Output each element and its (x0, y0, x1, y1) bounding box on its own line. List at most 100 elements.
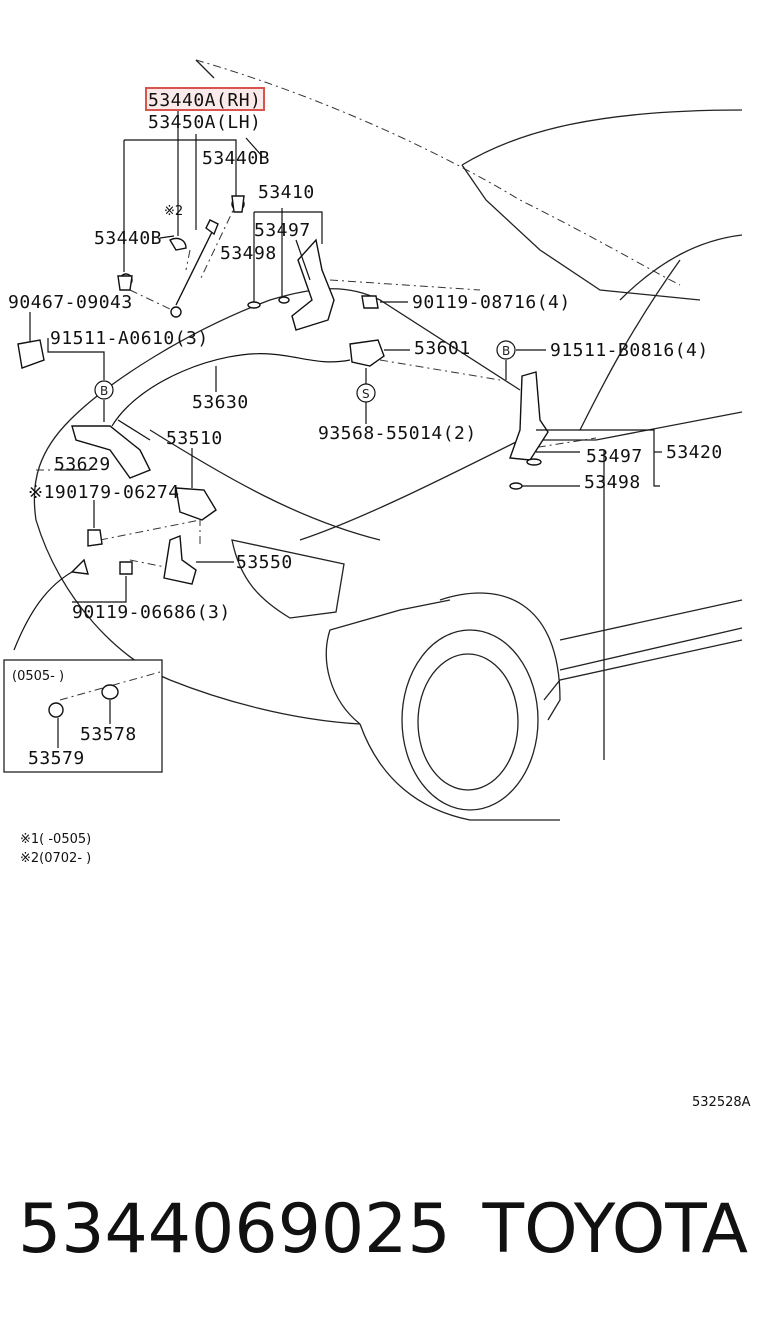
shim-53497-top (278, 296, 290, 304)
guide-5 (379, 359, 501, 381)
rod-clip-left (169, 237, 187, 251)
lock-support-53629 (71, 425, 151, 479)
marker-S-text: S (362, 387, 370, 401)
inset-detail: (0505- ) 53578 53579 (3, 659, 163, 773)
guide-6 (99, 519, 201, 541)
fender-arch (439, 592, 561, 721)
clip-90179 (87, 529, 103, 547)
diagram-code: 532528A (692, 1095, 751, 1110)
label-53498-right: 53498 (584, 472, 641, 493)
rod-end-upper (205, 219, 219, 236)
marker-B-right-text: B (502, 344, 510, 358)
a-pillar (619, 234, 743, 301)
guide-2 (199, 199, 239, 281)
cable-end (117, 419, 151, 441)
label-90467: 90467-09043 (8, 292, 133, 313)
cowl-line (595, 411, 743, 441)
headlamp (231, 539, 345, 619)
label-53629: 53629 (54, 454, 111, 475)
shim-53498-top (247, 301, 261, 309)
hood-support-rod (175, 231, 213, 306)
hinge-right-53420 (509, 371, 549, 461)
circle-markers: B S B (94, 340, 516, 403)
release-lever-53601 (349, 339, 385, 367)
label-90179: ※190179-06274 (28, 482, 180, 503)
labels: 53440A(RH) 53450A(LH) 53440B 53410 ※2 53… (8, 90, 723, 623)
parts (17, 195, 549, 585)
front-rim (417, 653, 519, 791)
bracket-53497-top (254, 211, 323, 244)
label-53410: 53410 (258, 182, 315, 203)
leader-53497-top (295, 239, 311, 281)
door-line (559, 599, 743, 641)
inset-label-53579: 53579 (28, 748, 85, 769)
note-2: ※2(0702- ) (20, 851, 91, 866)
marker-S (356, 383, 376, 403)
bolt-90119-08716 (361, 295, 379, 309)
label-53450A: 53450A(LH) (148, 112, 261, 133)
label-53497-top: 53497 (254, 220, 311, 241)
bolt-90119-06686 (119, 561, 133, 575)
grille-top (149, 429, 381, 541)
label-53601: 53601 (414, 338, 471, 359)
label-53440A: 53440A(RH) (148, 90, 261, 111)
label-53420: 53420 (666, 442, 723, 463)
shim-53497-right (526, 458, 542, 466)
footer-caption: 5344069025 TOYOTA (18, 1190, 748, 1269)
release-cable-53630 (111, 353, 351, 427)
label-53498-top: 53498 (220, 243, 277, 264)
label-53510: 53510 (166, 428, 223, 449)
detail-arrowhead (70, 558, 89, 575)
guide-3 (185, 249, 191, 271)
label-91511-A: 91511-A0610(3) (50, 328, 209, 349)
wheel-lower (359, 723, 560, 821)
pillar-inner (579, 259, 681, 431)
vehicle-outline (33, 59, 743, 821)
hood-hook-53550 (163, 534, 197, 585)
fender-top (299, 439, 596, 541)
marker-B-left (94, 380, 114, 400)
leader-lines (29, 104, 662, 603)
windshield-top (461, 109, 743, 166)
rod-end-lower (170, 306, 182, 318)
label-53630: 53630 (192, 392, 249, 413)
label-93568: 93568-55014(2) (318, 423, 477, 444)
leader-53440B-top (245, 137, 263, 157)
cushion-90467 (17, 339, 45, 369)
note-1: ※1( -0505) (20, 832, 91, 847)
inset-range: (0505- ) (12, 669, 64, 684)
label-53440B-top: 53440B (202, 148, 270, 169)
label-53497-right: 53497 (586, 446, 643, 467)
hood-lock-53510 (175, 487, 217, 521)
windshield-base (461, 164, 701, 301)
label-53440B-left: 53440B (94, 228, 162, 249)
inset-part-53579 (48, 702, 64, 718)
front-bumper (33, 419, 171, 681)
leader-90119-06686 (72, 576, 127, 603)
label-90119-06686: 90119-06686(3) (72, 602, 231, 623)
door-sill (559, 627, 743, 671)
marker-B-right (496, 340, 516, 360)
hood-outline-dash (195, 59, 681, 286)
grommet-left-body (117, 275, 133, 291)
guide-1 (129, 289, 173, 311)
footer-brand: TOYOTA (482, 1190, 748, 1269)
leader-91511-A (47, 338, 105, 380)
grommet-top-body (231, 195, 245, 213)
bracket-53420 (536, 429, 660, 487)
label-note2: ※2 (164, 204, 183, 219)
label-53550: 53550 (236, 552, 293, 573)
leader-53440A-bracket (124, 139, 237, 196)
hood-edge (195, 59, 215, 79)
label-90119-08716: 90119-08716(4) (412, 292, 571, 313)
bumper-lower (169, 679, 361, 725)
footer-part-number: 5344069025 (18, 1190, 451, 1269)
rocker-line (543, 639, 743, 701)
leader-53440B-left (159, 235, 175, 239)
shim-53498-right (509, 482, 523, 490)
inset-label-53578: 53578 (80, 724, 137, 745)
wheel-arch-front (325, 599, 451, 725)
guide-4 (329, 279, 481, 291)
hinge-left (291, 238, 335, 331)
inset-part-53578 (101, 684, 119, 700)
